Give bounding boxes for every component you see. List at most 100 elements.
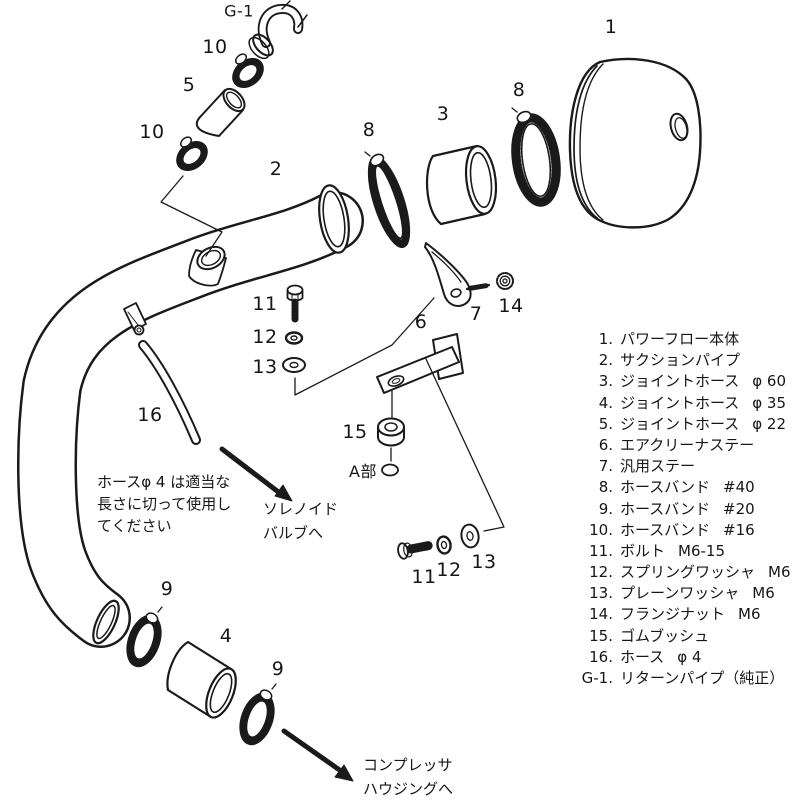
- callout-12a: 12: [252, 326, 278, 348]
- part-number: 10.: [589, 520, 613, 539]
- part-number: 6.: [598, 435, 613, 454]
- part-number: 16.: [589, 647, 613, 666]
- part-name: リターンパイプ（純正）: [620, 669, 785, 687]
- part-spec: φ 35: [752, 393, 787, 412]
- part-name: プレーンワッシャ: [620, 584, 740, 603]
- part-name: ボルト: [620, 541, 666, 560]
- hose-cut-note-line2: 長さに切って使用し: [97, 495, 232, 513]
- solenoid-valve-label: ソレノイド バルブへ: [263, 497, 338, 545]
- flange-nut-shape: [496, 272, 514, 290]
- callout-9a: 9: [160, 578, 174, 600]
- part-spec: #40: [723, 478, 755, 497]
- part-spec: φ 22: [752, 414, 787, 433]
- part-name: ジョイントホース: [620, 372, 740, 391]
- part-spec: M6: [752, 584, 775, 603]
- part-name: ゴムブッシュ: [620, 626, 710, 645]
- part-number: 9.: [598, 499, 613, 518]
- parts-list-item: 7. 汎用ステー: [579, 456, 799, 477]
- part-number: 13.: [589, 584, 613, 603]
- callout-9b: 9: [271, 658, 285, 680]
- parts-list-item: 6. エアクリーナステー: [579, 435, 799, 456]
- callout-10b: 10: [139, 121, 165, 143]
- part-name: 汎用ステー: [620, 457, 696, 476]
- callout-16: 16: [137, 404, 163, 426]
- a-section-oval: [381, 463, 399, 477]
- callout-g1: G-1: [224, 1, 254, 21]
- callout-4: 4: [219, 625, 233, 647]
- universal-stay-shape: [424, 242, 491, 307]
- solenoid-arrow: [219, 446, 293, 502]
- parts-list-item: 1. パワーフロー本体: [579, 329, 799, 350]
- part-number: 7.: [598, 457, 613, 476]
- compressor-housing-label: コンプレッサ ハウジングへ: [363, 753, 453, 800]
- callout-15: 15: [342, 421, 368, 443]
- part-name: ジョイントホース: [620, 393, 740, 412]
- callout-3: 3: [436, 103, 450, 125]
- callout-10a: 10: [202, 36, 228, 58]
- callout-13a: 13: [252, 356, 278, 378]
- return-pipe-shape: [248, 0, 308, 60]
- callout-14: 14: [498, 295, 524, 317]
- parts-list-item: 8. ホースバンド #40: [579, 477, 799, 498]
- hose-band-9b: [239, 683, 277, 746]
- callout-6: 6: [414, 311, 428, 333]
- hose-cut-note-line3: てください: [97, 517, 172, 535]
- part-number: 2.: [598, 351, 613, 370]
- joint-hose-5-shape: [195, 87, 246, 137]
- part-number: 5.: [598, 414, 613, 433]
- hose-band-10b: [176, 136, 208, 172]
- part-spec: M6: [738, 605, 761, 624]
- callout-12b: 12: [436, 559, 462, 581]
- callout-7: 7: [469, 303, 483, 325]
- bolt-washer-set-2: [397, 523, 480, 560]
- hose-cut-note: ホースφ 4 は適当な 長さに切って使用し てください: [97, 471, 231, 537]
- compressor-housing-label-line1: コンプレッサ: [363, 756, 453, 774]
- part-name: フランジナット: [620, 605, 726, 624]
- part-number: 12.: [589, 563, 613, 582]
- callout-1: 1: [604, 16, 618, 38]
- part-spec: M6-15: [678, 541, 726, 560]
- hose-16-shape: [138, 340, 201, 445]
- hose-band-8b: [511, 107, 561, 207]
- callout-5: 5: [182, 74, 196, 96]
- hose-band-10a: [232, 53, 264, 89]
- part-spec: φ 4: [677, 647, 702, 666]
- part-number: 15.: [589, 626, 613, 645]
- part-number: 1.: [598, 330, 613, 348]
- part-name: ホースバンド: [620, 499, 711, 518]
- callout-2: 2: [269, 158, 283, 180]
- joint-hose-3-shape: [425, 144, 498, 226]
- bolt-washer-set-1: [282, 284, 306, 373]
- callout-13b: 13: [471, 551, 497, 573]
- part-name: ジョイントホース: [620, 414, 740, 433]
- callout-11b: 11: [411, 566, 437, 588]
- part-number: 14.: [589, 605, 613, 624]
- part-name: サクションパイプ: [620, 351, 741, 370]
- parts-list-item: G-1. リターンパイプ（純正）: [579, 668, 799, 689]
- part-name: ホースバンド: [620, 520, 711, 539]
- callout-11a: 11: [252, 293, 278, 315]
- pipe-boss-port: [188, 245, 227, 287]
- part-number: G-1.: [581, 669, 613, 687]
- part-spec: M6: [768, 563, 791, 582]
- hose-band-8a: [364, 151, 411, 249]
- part-spec: #20: [723, 499, 755, 518]
- rubber-bush-shape: [377, 417, 405, 447]
- part-name: エアクリーナステー: [620, 435, 755, 454]
- hose-cut-note-line1: ホースφ 4 は適当な: [97, 473, 231, 491]
- leader-lines: [160, 175, 505, 532]
- part-name: パワーフロー本体: [620, 330, 740, 348]
- part-number: 3.: [598, 372, 613, 391]
- part-name: ホースバンド: [620, 478, 711, 497]
- part-number: 8.: [598, 478, 613, 497]
- parts-list-item: 5. ジョイントホース φ 22: [579, 414, 799, 435]
- parts-list-item: 14. フランジナット M6: [579, 604, 799, 625]
- compressor-arrow: [281, 728, 354, 782]
